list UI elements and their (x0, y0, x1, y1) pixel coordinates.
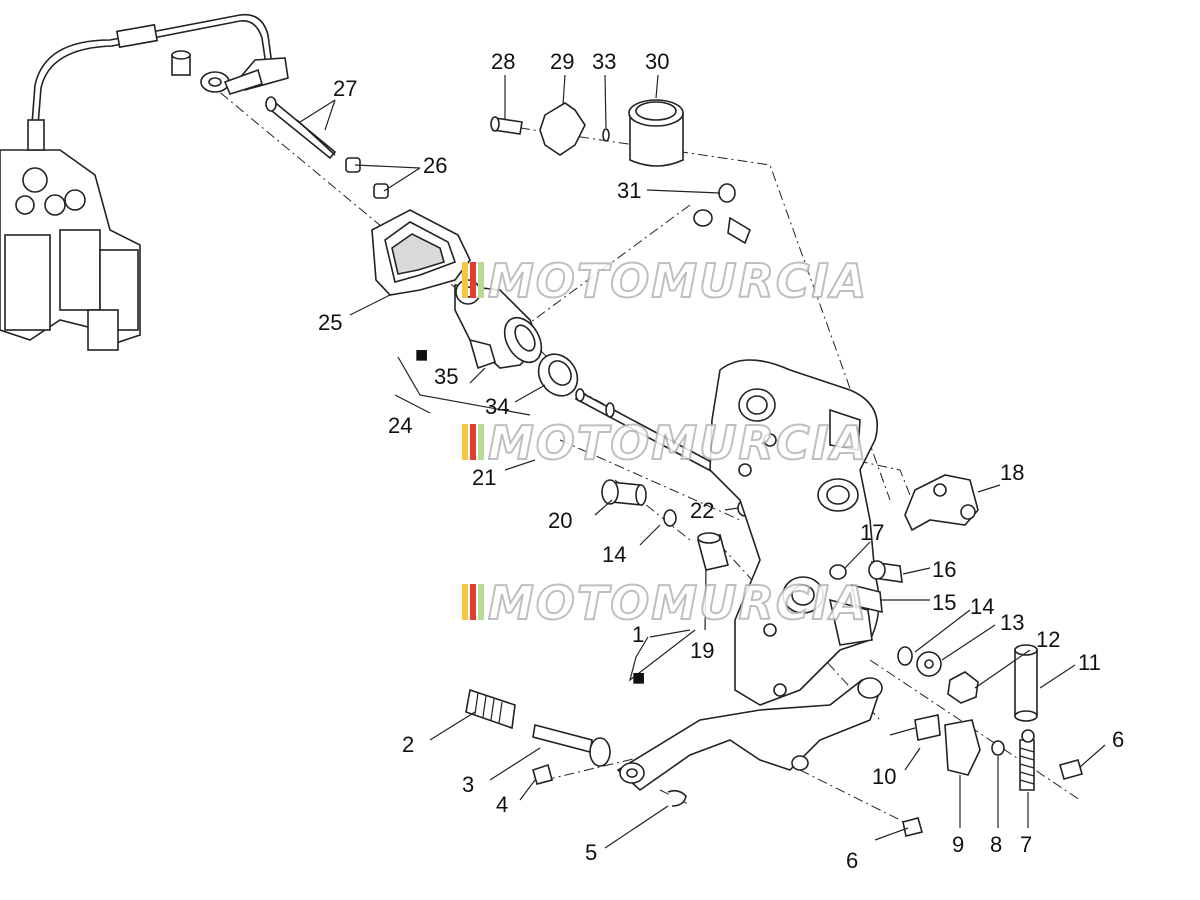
callout-16: 16 (932, 557, 956, 582)
watermark-stripe-green (478, 584, 484, 620)
watermark-2: MOTOMURCIA (462, 415, 868, 471)
abs-unit-drawing (0, 149, 141, 351)
callout-26: 26 (423, 153, 447, 178)
reservoir-parts (490, 99, 751, 245)
callout-3: 3 (462, 772, 474, 797)
callout-14a: 14 (602, 542, 626, 567)
brake-hose-drawing (27, 13, 289, 151)
kit-marker-24: ■ (415, 342, 428, 367)
callout-24: 24 (388, 413, 412, 438)
washers-nut-sleeve (897, 644, 1038, 722)
callout-10: 10 (872, 764, 896, 789)
brake-pedal-lever (616, 677, 883, 792)
watermark-3: MOTOMURCIA (462, 575, 868, 631)
callout-18: 18 (1000, 460, 1024, 485)
callout-27: 27 (333, 76, 357, 101)
callout-28: 28 (491, 49, 515, 74)
main-bracket-drawing (709, 359, 880, 706)
watermark-stripe-green (478, 262, 484, 298)
callout-5: 5 (585, 840, 597, 865)
watermark-stripe-yellow (462, 584, 468, 620)
part-25-guard (371, 209, 471, 296)
watermark-stripe-red (470, 262, 476, 298)
parts-2-3-4-5 (465, 688, 687, 807)
watermark-text: MOTOMURCIA (488, 254, 868, 308)
part-26-bushes (345, 157, 389, 199)
watermark-stripe-yellow (462, 262, 468, 298)
watermark-stripe-red (470, 424, 476, 460)
callout-6a: 6 (1112, 727, 1124, 752)
part-6-screws (902, 759, 1083, 837)
part-19-bush (697, 532, 729, 571)
callout-25: 25 (318, 310, 342, 335)
watermark-stripe-green (478, 424, 484, 460)
callout-29: 29 (550, 49, 574, 74)
callout-labels: 1 2 3 4 5 6 6 7 8 9 10 11 12 13 14 14 15… (318, 49, 1124, 873)
callout-1: 1 (632, 622, 644, 647)
callout-4: 4 (496, 792, 508, 817)
callout-8: 8 (990, 832, 1002, 857)
callout-19: 19 (690, 638, 714, 663)
callout-13: 13 (1000, 610, 1024, 635)
watermark-stripe-red (470, 584, 476, 620)
callout-6b: 6 (846, 848, 858, 873)
watermark-1: MOTOMURCIA (462, 253, 868, 309)
part-27-pins (265, 96, 337, 160)
callout-12: 12 (1036, 627, 1060, 652)
callout-11: 11 (1078, 650, 1101, 675)
kit-marker-1: ■ (632, 665, 645, 690)
callout-7: 7 (1020, 832, 1032, 857)
parts-15-16-17 (829, 560, 903, 614)
callout-35: 35 (434, 364, 458, 389)
callout-30: 30 (645, 49, 669, 74)
callout-31: 31 (617, 178, 641, 203)
watermark-text: MOTOMURCIA (488, 576, 868, 630)
leader-lines (299, 74, 1106, 849)
callout-33: 33 (592, 49, 616, 74)
callout-2: 2 (402, 732, 414, 757)
callout-22: 22 (690, 498, 714, 523)
part-20-pin (601, 479, 647, 506)
watermark-stripe-yellow (462, 424, 468, 460)
part-18-bracket (904, 474, 979, 532)
callout-34: 34 (485, 394, 509, 419)
callout-21: 21 (472, 465, 496, 490)
callout-14b: 14 (970, 594, 994, 619)
watermark-text: MOTOMURCIA (488, 416, 868, 470)
parts-7-8-9-10 (889, 714, 1035, 791)
callout-15: 15 (932, 590, 956, 615)
callout-20: 20 (548, 508, 572, 533)
callout-9: 9 (952, 832, 964, 857)
callout-17: 17 (860, 520, 884, 545)
